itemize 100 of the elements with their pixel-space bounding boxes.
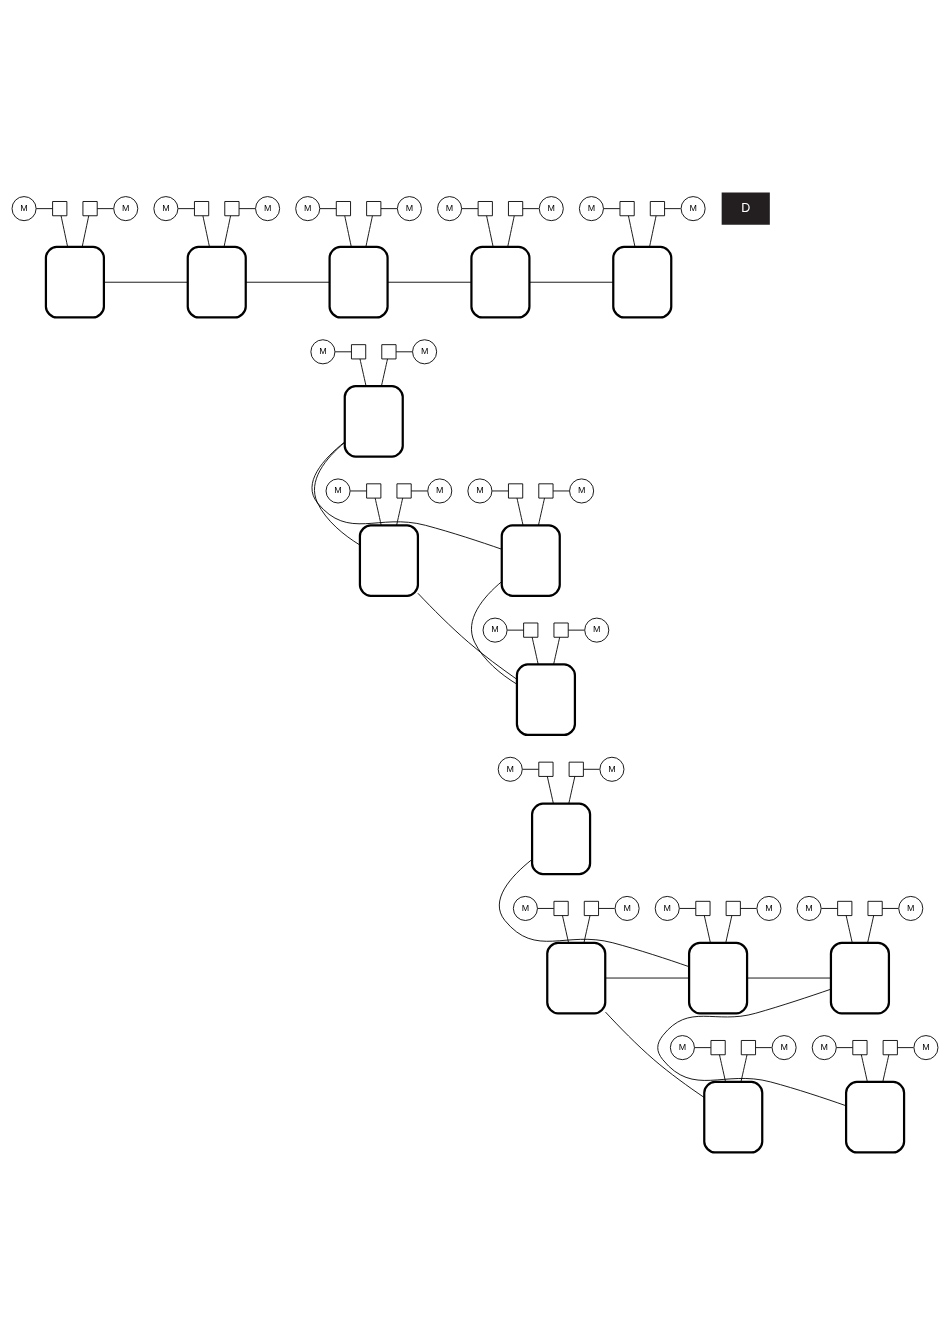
connector	[881, 907, 899, 909]
connector	[562, 914, 569, 943]
node-circle: M	[113, 195, 139, 221]
connector	[522, 768, 540, 770]
connector	[498, 858, 690, 967]
node-box	[52, 200, 68, 216]
connector	[177, 207, 195, 209]
node-circle: M	[811, 1034, 837, 1060]
node-box	[477, 200, 493, 216]
connector	[486, 214, 494, 247]
node-box	[612, 245, 673, 319]
connector	[35, 207, 53, 209]
connector	[694, 1046, 712, 1048]
node-box	[82, 200, 98, 216]
connector	[552, 490, 570, 491]
connector	[628, 214, 636, 247]
connector	[506, 629, 524, 631]
node-circle: M	[396, 195, 422, 221]
connector	[96, 207, 114, 209]
connector	[238, 207, 256, 209]
connector	[605, 1011, 705, 1098]
connector	[567, 629, 585, 631]
connector	[81, 214, 90, 247]
connector	[223, 214, 231, 247]
node-box	[508, 200, 524, 216]
connector	[359, 358, 367, 387]
node-circle: M	[427, 477, 453, 503]
connector	[103, 281, 189, 283]
connector	[657, 988, 847, 1106]
connector	[703, 914, 711, 943]
node-box	[710, 1039, 726, 1055]
node-circle: M	[756, 895, 782, 921]
connector	[583, 768, 600, 770]
connector	[725, 914, 733, 943]
connector	[202, 214, 210, 247]
node-box	[725, 900, 741, 916]
node-circle: M	[680, 195, 706, 221]
node-circle: M	[796, 895, 822, 921]
connector	[417, 592, 518, 680]
connector	[471, 580, 518, 685]
connector	[755, 1046, 773, 1048]
connector	[516, 497, 524, 526]
node-box	[538, 761, 554, 777]
node-box	[530, 802, 592, 875]
connector	[546, 775, 554, 804]
connector	[679, 907, 697, 909]
node-box	[470, 245, 531, 319]
connector	[507, 214, 515, 247]
node-box	[837, 900, 853, 916]
connector	[381, 358, 388, 387]
node-box	[740, 1039, 756, 1055]
node-box	[867, 900, 883, 916]
connector	[349, 490, 367, 491]
node-box	[829, 941, 891, 1014]
node-circle: M	[584, 617, 610, 643]
connector	[603, 207, 621, 209]
node-circle: M	[578, 195, 604, 221]
connector	[746, 977, 832, 978]
node-box	[568, 761, 584, 777]
node-box	[538, 482, 554, 499]
node-box	[351, 343, 367, 359]
node-box	[649, 200, 665, 216]
node-circle: M	[654, 895, 680, 921]
node-box	[194, 200, 210, 216]
node-circle: M	[898, 895, 924, 921]
node-circle: M	[538, 195, 564, 221]
connector	[598, 907, 616, 909]
connector	[334, 350, 352, 352]
connector	[396, 497, 404, 526]
node-box	[335, 200, 351, 216]
node-box	[328, 245, 389, 319]
node-box	[186, 245, 247, 319]
node-box	[515, 662, 577, 736]
connector	[867, 914, 875, 943]
node-circle: M	[310, 338, 336, 364]
node-circle: M	[569, 477, 595, 503]
node-box	[508, 482, 524, 499]
node-box	[546, 941, 607, 1014]
connector	[245, 281, 330, 283]
node-circle: M	[153, 195, 179, 221]
connector	[529, 281, 614, 283]
node-circle: M	[771, 1034, 797, 1060]
connector	[365, 214, 373, 247]
node-box	[845, 1080, 906, 1154]
connector	[882, 1053, 890, 1082]
connector	[522, 207, 540, 209]
connector	[538, 497, 545, 526]
node-circle: M	[325, 477, 351, 503]
node-box	[619, 200, 635, 216]
node-circle: M	[512, 895, 538, 921]
connector	[664, 207, 682, 209]
node-box	[688, 941, 749, 1014]
node-circle: M	[467, 477, 493, 503]
node-circle: M	[599, 756, 625, 782]
connector	[60, 214, 69, 247]
connector	[897, 1046, 914, 1048]
label: D	[741, 200, 751, 215]
node-box	[852, 1039, 868, 1055]
node-box	[358, 523, 420, 597]
connector	[860, 1053, 868, 1082]
